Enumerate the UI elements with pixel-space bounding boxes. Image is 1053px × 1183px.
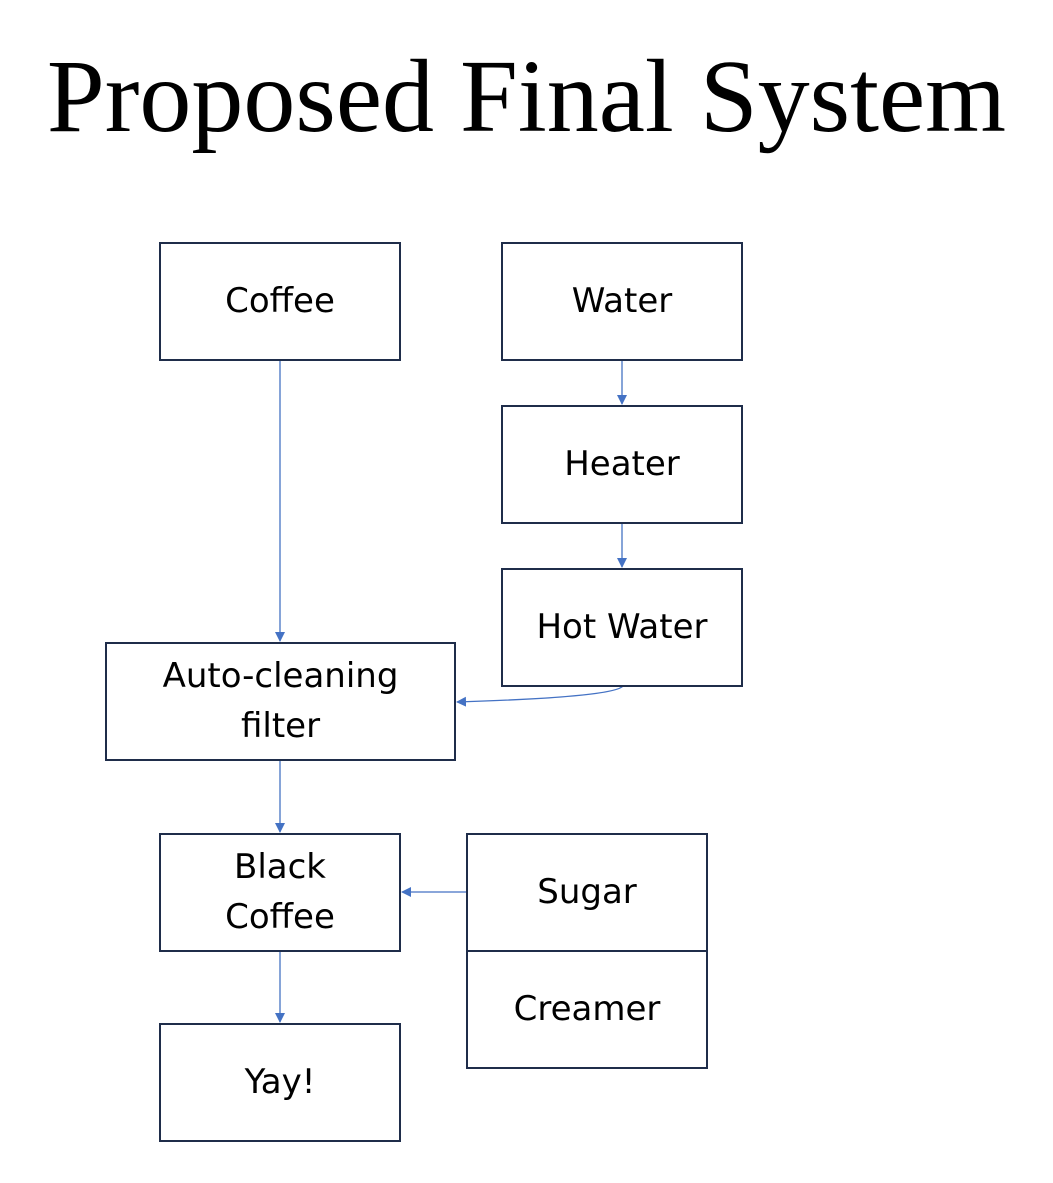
node-sugar: Sugar xyxy=(466,833,708,952)
node-water: Water xyxy=(501,242,743,361)
page-title: Proposed Final System xyxy=(46,39,1007,154)
node-coffee: Coffee xyxy=(159,242,401,361)
node-black-coffee: Black Coffee xyxy=(159,833,401,952)
node-auto-cleaning-filter: Auto-cleaning filter xyxy=(105,642,456,761)
node-creamer: Creamer xyxy=(466,950,708,1069)
node-hot-water: Hot Water xyxy=(501,568,743,687)
node-heater: Heater xyxy=(501,405,743,524)
node-yay: Yay! xyxy=(159,1023,401,1142)
arrow-hotwater-to-filter xyxy=(456,685,624,707)
